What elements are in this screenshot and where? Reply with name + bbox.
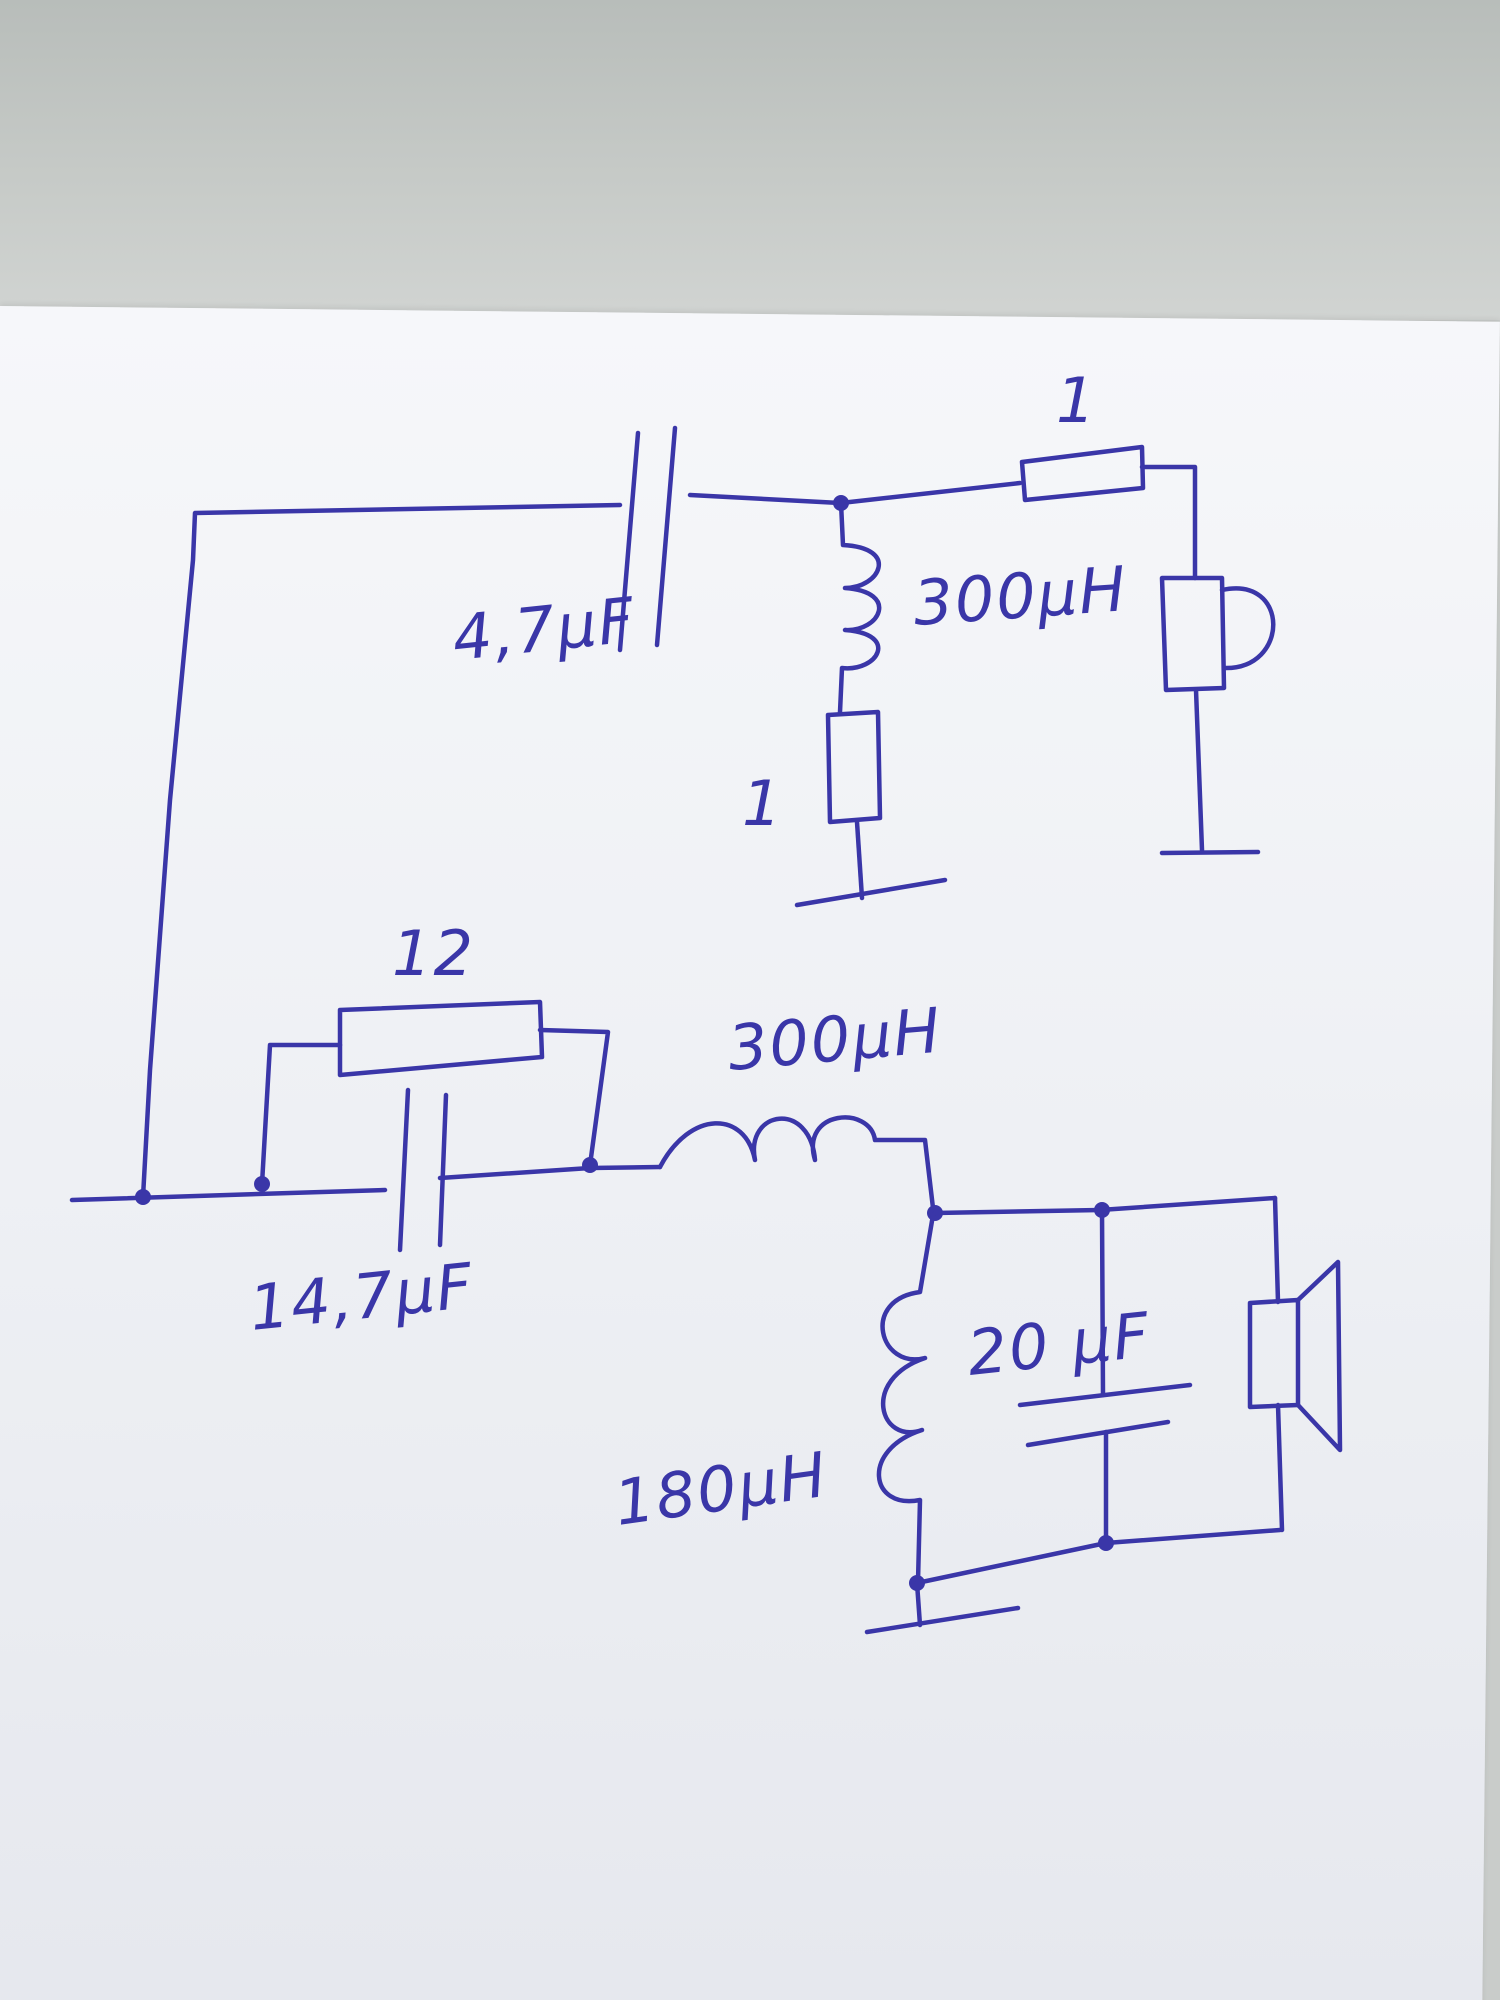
input-node: [135, 1189, 151, 1205]
woofer-bottom-rail: [914, 1527, 1283, 1586]
tweeter-shunt-resistor: [825, 709, 883, 825]
label-woofer-series-inductor: 300µH: [725, 994, 945, 1085]
woofer-shunt-inductor: [876, 1212, 936, 1585]
wire-shunt-ground: [854, 819, 865, 901]
woofer-speaker-icon: [1247, 1259, 1343, 1453]
ground-symbol-tweeter: [1159, 849, 1261, 856]
woofer-series-inductor: [657, 1115, 936, 1211]
shunt-cap-top-wire: [1099, 1207, 1106, 1398]
input-rail-bottom: [69, 1164, 663, 1203]
wire-cap-to-node: [687, 492, 843, 506]
wire-to-series-resistor: [838, 480, 1023, 506]
label-woofer-shunt-capacitor: 20 µF: [964, 1298, 1154, 1390]
tweeter-parallel-inductor: [837, 500, 882, 715]
label-tweeter-shunt-resistor: 1: [742, 767, 783, 840]
woofer-parallel-capacitor: [397, 1087, 449, 1253]
label-woofer-parallel-capacitor: 14,7µF: [246, 1249, 478, 1345]
tweeter-speaker-icon: [1159, 575, 1276, 693]
woofer-right-wire: [1272, 1195, 1285, 1533]
tweeter-series-resistor: [1019, 444, 1146, 503]
woofer-parallel-resistor: [337, 999, 545, 1078]
ground-symbol-woofer: [864, 1580, 1021, 1635]
woofer-shunt-capacitor: [1017, 1382, 1193, 1448]
label-tweeter-parallel-inductor: 300µH: [911, 552, 1130, 640]
label-tweeter-series-capacitor: 4,7µF: [449, 583, 639, 675]
wire-tweeter-ground: [1193, 687, 1205, 853]
table-surface: [0, 0, 1500, 320]
input-rail-left: [140, 502, 623, 1200]
label-tweeter-series-resistor: 1: [1056, 364, 1097, 437]
ground-symbol-shunt: [794, 877, 948, 908]
label-woofer-parallel-resistor: 12: [392, 917, 475, 990]
parallel-right-wire: [537, 1027, 611, 1168]
label-woofer-shunt-inductor: 180µH: [610, 1438, 832, 1540]
parallel-left-wire: [259, 1042, 343, 1187]
tweeter-series-capacitor: [617, 425, 678, 653]
wire-to-tweeter: [1139, 464, 1198, 581]
